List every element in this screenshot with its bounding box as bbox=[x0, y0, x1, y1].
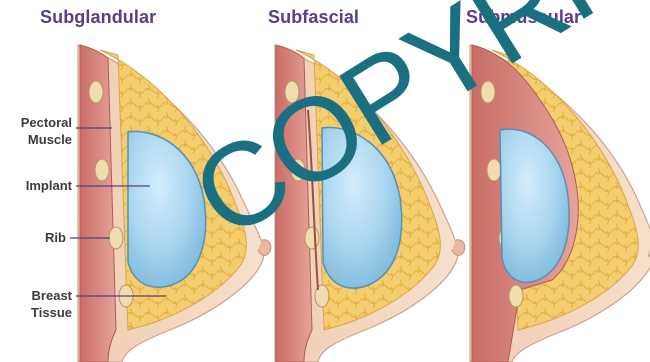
label-rib: Rib bbox=[0, 229, 66, 246]
panel-title-subglandular: Subglandular bbox=[40, 7, 156, 28]
label-breast-tissue: Breast Tissue bbox=[0, 287, 72, 321]
label-pectoral-muscle: Pectoral Muscle bbox=[0, 114, 72, 148]
panel-title-subfascial: Subfascial bbox=[268, 7, 359, 28]
label-implant: Implant bbox=[0, 177, 72, 194]
